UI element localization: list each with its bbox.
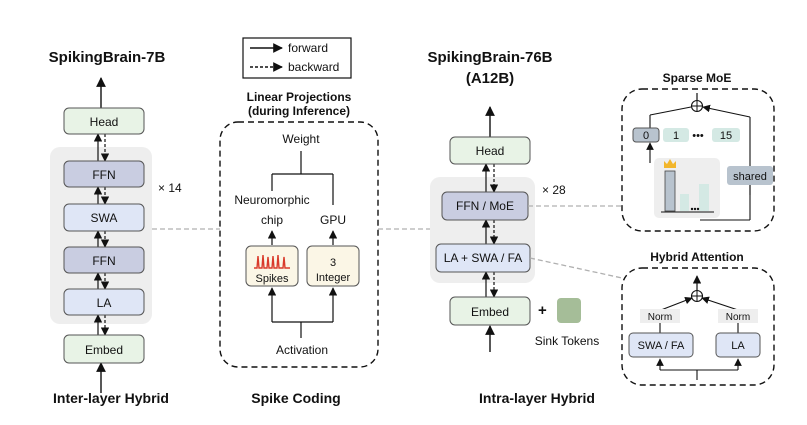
activation-label: Activation xyxy=(276,343,328,357)
linear-projections-title: Linear Projections xyxy=(247,90,352,104)
legend: forward backward xyxy=(242,37,352,79)
sparse-moe-title: Sparse MoE xyxy=(663,71,732,85)
right-title-line1: SpikingBrain-76B xyxy=(427,49,552,66)
left-ffn-top-box: FFN xyxy=(92,168,115,182)
integer-value: 3 xyxy=(330,257,336,269)
left-swa-box: SWA xyxy=(91,211,118,225)
left-head-box: Head xyxy=(90,115,119,129)
expert-1: 1 xyxy=(673,130,679,142)
spike-train-icon xyxy=(254,254,290,269)
hybrid-swa-fa-box: SWA / FA xyxy=(638,340,685,352)
right-embed-box: Embed xyxy=(471,305,509,319)
right-model: SpikingBrain-76B (A12B) Head FFN / MoE L… xyxy=(427,49,599,406)
shared-expert: shared xyxy=(733,171,767,183)
neuromorphic-label: Neuromorphic xyxy=(234,193,309,207)
hybrid-attention-panel: Hybrid Attention Norm Norm SWA / FA LA xyxy=(621,250,775,386)
during-inference-title: (during Inference) xyxy=(248,104,350,118)
plus-sign: + xyxy=(538,302,547,319)
router-bar-top xyxy=(664,170,676,212)
expert-15: 15 xyxy=(720,130,732,142)
sink-token-block xyxy=(557,298,581,323)
weight-label: Weight xyxy=(282,132,320,146)
hybrid-attention-title: Hybrid Attention xyxy=(650,250,744,264)
integer-label: Integer xyxy=(316,272,351,284)
middle-caption: Spike Coding xyxy=(251,390,340,406)
right-title-line2: (A12B) xyxy=(466,70,514,87)
spike-coding: Linear Projections (during Inference) We… xyxy=(219,90,379,406)
chip-label: chip xyxy=(261,213,283,227)
left-model: SpikingBrain-7B Head FFN SWA FFN LA Embe… xyxy=(49,49,182,406)
left-la-box: LA xyxy=(97,296,112,310)
left-ffn-bottom-box: FFN xyxy=(92,254,115,268)
sink-tokens-label: Sink Tokens xyxy=(535,334,599,348)
left-repeat: × 14 xyxy=(158,181,182,195)
hybrid-la-box: LA xyxy=(731,340,745,352)
norm-right: Norm xyxy=(726,312,750,323)
sparse-moe-panel: Sparse MoE 0 1 ••• 15 shared xyxy=(621,71,775,232)
norm-left: Norm xyxy=(648,312,672,323)
legend-backward: backward xyxy=(288,60,339,74)
left-caption: Inter-layer Hybrid xyxy=(53,390,169,406)
left-title: SpikingBrain-7B xyxy=(49,49,166,66)
expert-ellipsis: ••• xyxy=(692,130,704,142)
right-repeat: × 28 xyxy=(542,183,566,197)
right-head-box: Head xyxy=(476,144,505,158)
crown-icon xyxy=(664,159,676,168)
legend-forward: forward xyxy=(288,41,328,55)
expert-0: 0 xyxy=(643,130,649,142)
right-ffn-moe-box: FFN / MoE xyxy=(456,199,514,213)
right-attention-box: LA + SWA / FA xyxy=(444,251,523,265)
gpu-label: GPU xyxy=(320,213,346,227)
left-embed-box: Embed xyxy=(85,343,123,357)
router-bar-mid xyxy=(699,184,709,211)
router-bar-low xyxy=(680,194,689,211)
right-caption: Intra-layer Hybrid xyxy=(479,390,595,406)
spikes-label: Spikes xyxy=(255,273,289,285)
